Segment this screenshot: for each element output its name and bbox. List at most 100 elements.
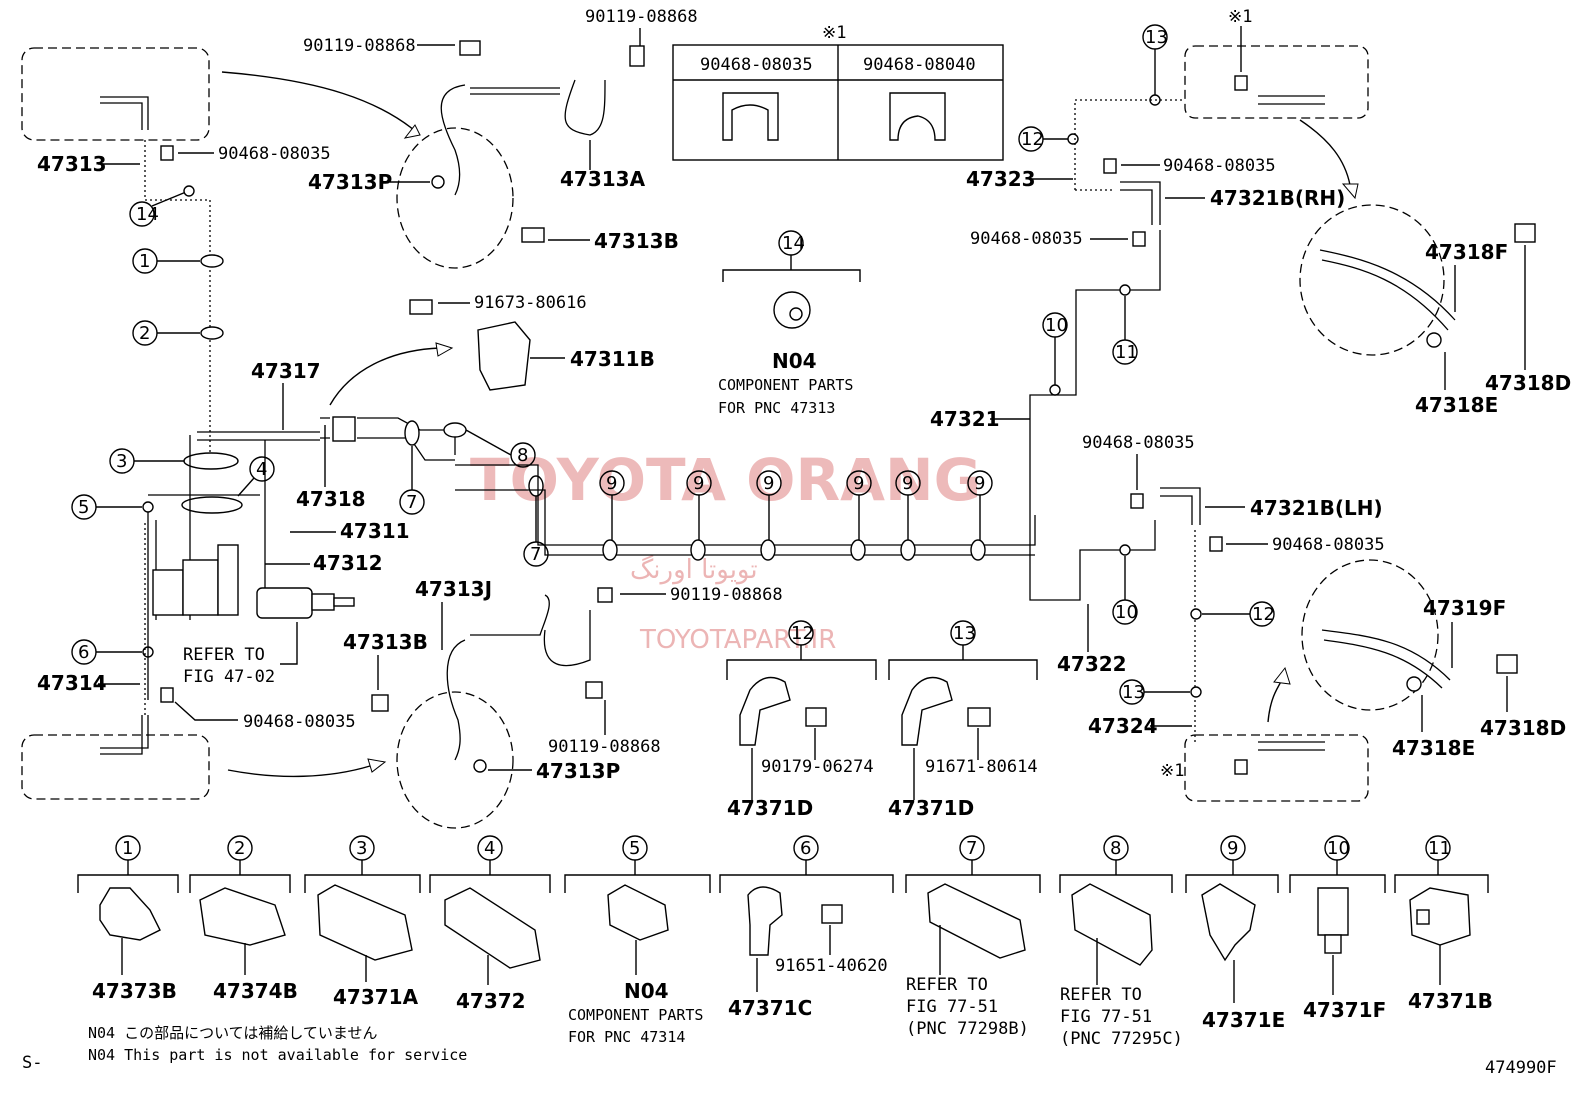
label-47371D-a: 47371D bbox=[727, 796, 813, 820]
callout-5: 5 bbox=[71, 494, 154, 520]
label-47321B-RH: 47321B(RH) bbox=[1210, 186, 1345, 210]
label-47318D-bot: 47318D bbox=[1480, 716, 1566, 740]
clip-icon bbox=[160, 145, 174, 161]
label-47313P-top: 47313P bbox=[308, 170, 392, 194]
label-47311: 47311 bbox=[340, 519, 410, 543]
label-47313A: 47313A bbox=[560, 167, 646, 191]
svg-text:REFER TO: REFER TO bbox=[1060, 985, 1142, 1005]
svg-text:13: 13 bbox=[1122, 682, 1145, 703]
svg-text:FIG 77-51: FIG 77-51 bbox=[1060, 1007, 1152, 1027]
label-47313: 47313 bbox=[37, 152, 107, 176]
master-block-c bbox=[217, 544, 239, 616]
clamp-7 bbox=[404, 420, 420, 446]
label-47318E-bot: 47318E bbox=[1392, 736, 1475, 760]
label-47317: 47317 bbox=[251, 359, 321, 383]
hose-tube-47313 bbox=[470, 87, 560, 95]
arrow-curve-4 bbox=[1299, 119, 1351, 186]
bottom-part-6: 6 91651-40620 47371C bbox=[719, 835, 894, 1020]
callout-10-top: 10 bbox=[1042, 312, 1068, 396]
svg-text:12: 12 bbox=[1021, 129, 1044, 150]
label-90468-b: 90468-08035 bbox=[243, 712, 356, 732]
svg-text:10: 10 bbox=[1327, 838, 1350, 859]
bottom-part-3: 3 47371A bbox=[304, 835, 421, 1009]
label-47323: 47323 bbox=[966, 167, 1036, 191]
svg-text:5: 5 bbox=[78, 497, 89, 518]
clip-47318E-top bbox=[1426, 332, 1442, 348]
label-47318E-top: 47318E bbox=[1415, 393, 1498, 417]
svg-text:8: 8 bbox=[517, 445, 528, 466]
bottom-part-9: 9 47371E bbox=[1185, 835, 1285, 1032]
callout-14: 14 bbox=[129, 185, 195, 227]
label-90119-a: 90119-08868 bbox=[303, 36, 416, 56]
hose-47321B-LH bbox=[1160, 487, 1201, 525]
junction-47318 bbox=[332, 416, 356, 442]
svg-text:47371B: 47371B bbox=[1408, 989, 1493, 1013]
label-90119-c: 90119-08868 bbox=[670, 585, 783, 605]
detail-circle-top bbox=[396, 127, 514, 269]
detail-circle-right-bot bbox=[1301, 559, 1439, 711]
label-47314: 47314 bbox=[37, 671, 107, 695]
detail-circle-right-top bbox=[1299, 204, 1445, 356]
callout-13-top: 13 bbox=[1142, 24, 1168, 106]
svg-text:12: 12 bbox=[1252, 604, 1275, 625]
callout-12-mid: 12 bbox=[726, 620, 877, 680]
clip-icon bbox=[1234, 75, 1248, 91]
label-90468-e: 90468-08035 bbox=[1082, 433, 1195, 453]
bottom-part-8: 8 REFER TO FIG 77-51 (PNC 77295C) bbox=[1059, 835, 1183, 1049]
main-pipe bbox=[455, 464, 1036, 556]
callout-12-bot: 12 bbox=[1190, 601, 1275, 627]
callout-ref-mark-bot: ※1 bbox=[1160, 761, 1184, 781]
bolt-90179 bbox=[805, 707, 827, 727]
arrow-curve-3 bbox=[227, 765, 371, 778]
svg-text:47371F: 47371F bbox=[1303, 998, 1386, 1022]
bottom-part-7: 7 REFER TO FIG 77-51 (PNC 77298B) bbox=[905, 835, 1041, 1039]
callout-12-top: 12 bbox=[1018, 126, 1079, 152]
clip-icon bbox=[1130, 493, 1144, 509]
bottom-part-5: 5 N04 COMPONENT PARTS FOR PNC 47314 bbox=[564, 835, 711, 1046]
label-90468-c: 90468-08035 bbox=[1163, 156, 1276, 176]
svg-text:9: 9 bbox=[763, 473, 774, 494]
valve-body bbox=[256, 587, 313, 619]
svg-text:(PNC 77295C): (PNC 77295C) bbox=[1060, 1029, 1183, 1049]
label-90468-f: 90468-08035 bbox=[1272, 535, 1385, 555]
svg-text:47371A: 47371A bbox=[333, 985, 419, 1009]
svg-text:1: 1 bbox=[139, 251, 150, 272]
label-91671: 91671-80614 bbox=[925, 757, 1038, 777]
clip-icon bbox=[1234, 759, 1248, 775]
label-47318F: 47318F bbox=[1425, 240, 1508, 264]
clip-47318E-bot bbox=[1406, 676, 1422, 692]
label-47324: 47324 bbox=[1088, 714, 1158, 738]
label-90119-d: 90119-08868 bbox=[548, 737, 661, 757]
svg-text:12: 12 bbox=[791, 623, 814, 644]
hose-stub bbox=[100, 96, 149, 130]
label-47313B-top: 47313B bbox=[594, 229, 679, 253]
hose-stub-right-bot bbox=[1258, 741, 1325, 751]
clamp-47371D-a bbox=[739, 676, 791, 746]
label-47371D-b: 47371D bbox=[888, 796, 974, 820]
bolt-47313B bbox=[521, 227, 545, 243]
valve-cap bbox=[311, 593, 335, 611]
svg-text:13: 13 bbox=[953, 623, 976, 644]
svg-text:6: 6 bbox=[800, 838, 811, 859]
callout-7b: 7 bbox=[523, 475, 549, 567]
svg-text:91651-40620: 91651-40620 bbox=[775, 956, 888, 976]
svg-text:47371E: 47371E bbox=[1202, 1008, 1285, 1032]
svg-text:FIG 77-51: FIG 77-51 bbox=[906, 997, 998, 1017]
hose-47313J bbox=[446, 594, 591, 761]
clamps-9 bbox=[602, 539, 986, 561]
refer-line1: REFER TO bbox=[183, 645, 265, 665]
hose-47313 bbox=[440, 79, 606, 196]
bolt-upper-right bbox=[629, 45, 645, 67]
clamp-47371D-b bbox=[901, 676, 953, 746]
hose-47318F bbox=[1319, 249, 1456, 331]
callout-13-bot: 13 bbox=[1119, 679, 1202, 705]
bolt-47313B-bot bbox=[371, 694, 389, 712]
leader bbox=[280, 622, 298, 665]
vehicle-area-rear-left bbox=[21, 734, 210, 800]
svg-text:14: 14 bbox=[136, 204, 159, 225]
label-47321: 47321 bbox=[930, 407, 1000, 431]
label-47318D-top: 47318D bbox=[1485, 371, 1571, 395]
svg-text:6: 6 bbox=[78, 642, 89, 663]
svg-text:10: 10 bbox=[1045, 315, 1068, 336]
corner-mark: S- bbox=[22, 1053, 42, 1073]
